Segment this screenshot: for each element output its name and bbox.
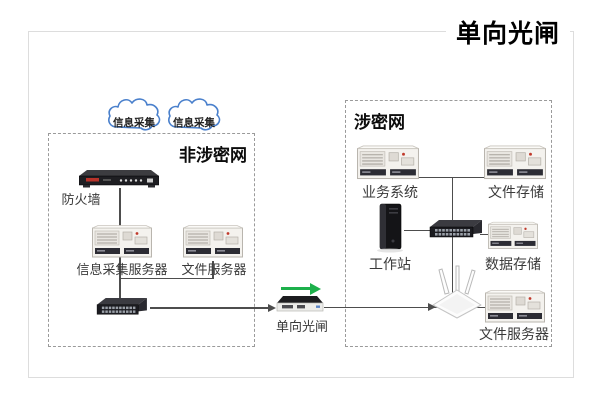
- cloud-info-collect-2: 信息采集: [166, 96, 222, 134]
- line-fileserver-drop: [212, 261, 214, 279]
- line-gate-to-router: [324, 306, 487, 308]
- line-trunk-classified: [451, 177, 453, 299]
- zone-non-classified-title: 非涉密网: [179, 146, 247, 165]
- collect-server-label: 信息采集服务器: [76, 262, 168, 277]
- firewall-device-icon: [79, 169, 159, 189]
- data-storage-label: 数据存储: [485, 256, 541, 272]
- arrowhead-into-router: [428, 303, 436, 311]
- cloud-label: 信息采集: [113, 117, 155, 129]
- data-storage-icon: [488, 219, 538, 252]
- cloud-label: 信息采集: [173, 117, 215, 129]
- line-fileserver-across: [119, 277, 213, 279]
- right-switch-icon: [427, 219, 485, 243]
- right-file-server-icon: [485, 290, 545, 323]
- left-file-server-label: 文件服务器: [181, 262, 247, 277]
- zone-classified-title: 涉密网: [354, 113, 405, 132]
- wireless-router-icon: [431, 264, 483, 320]
- zone-classified: 涉密网: [345, 100, 552, 347]
- one-way-gate-icon: [276, 294, 324, 316]
- business-system-label: 业务系统: [362, 184, 418, 200]
- line-switch-to-datastorage: [480, 233, 490, 235]
- file-storage-icon: [484, 145, 546, 180]
- left-switch-icon: [94, 297, 150, 320]
- zone-non-classified: 非涉密网: [48, 133, 255, 347]
- cloud-info-collect-1: 信息采集: [106, 96, 162, 134]
- business-system-icon: [357, 145, 419, 180]
- line-switch-to-gate: [150, 307, 272, 309]
- workstation-icon: [373, 203, 407, 253]
- left-file-server-icon: [183, 225, 243, 258]
- one-way-flow-arrow-head: [310, 282, 321, 295]
- one-way-gate-label: 单向光闸: [275, 319, 328, 334]
- file-storage-label: 文件存储: [488, 184, 544, 200]
- workstation-label: 工作站: [369, 256, 411, 272]
- one-way-flow-arrow-shaft: [281, 287, 312, 290]
- page-title: 单向光闸: [446, 14, 571, 50]
- collect-server-icon: [92, 225, 152, 258]
- right-file-server-label: 文件服务器: [479, 326, 549, 342]
- arrowhead-into-gate: [268, 304, 276, 312]
- line-workstation-to-switch: [404, 229, 430, 231]
- firewall-label: 防火墙: [61, 192, 101, 207]
